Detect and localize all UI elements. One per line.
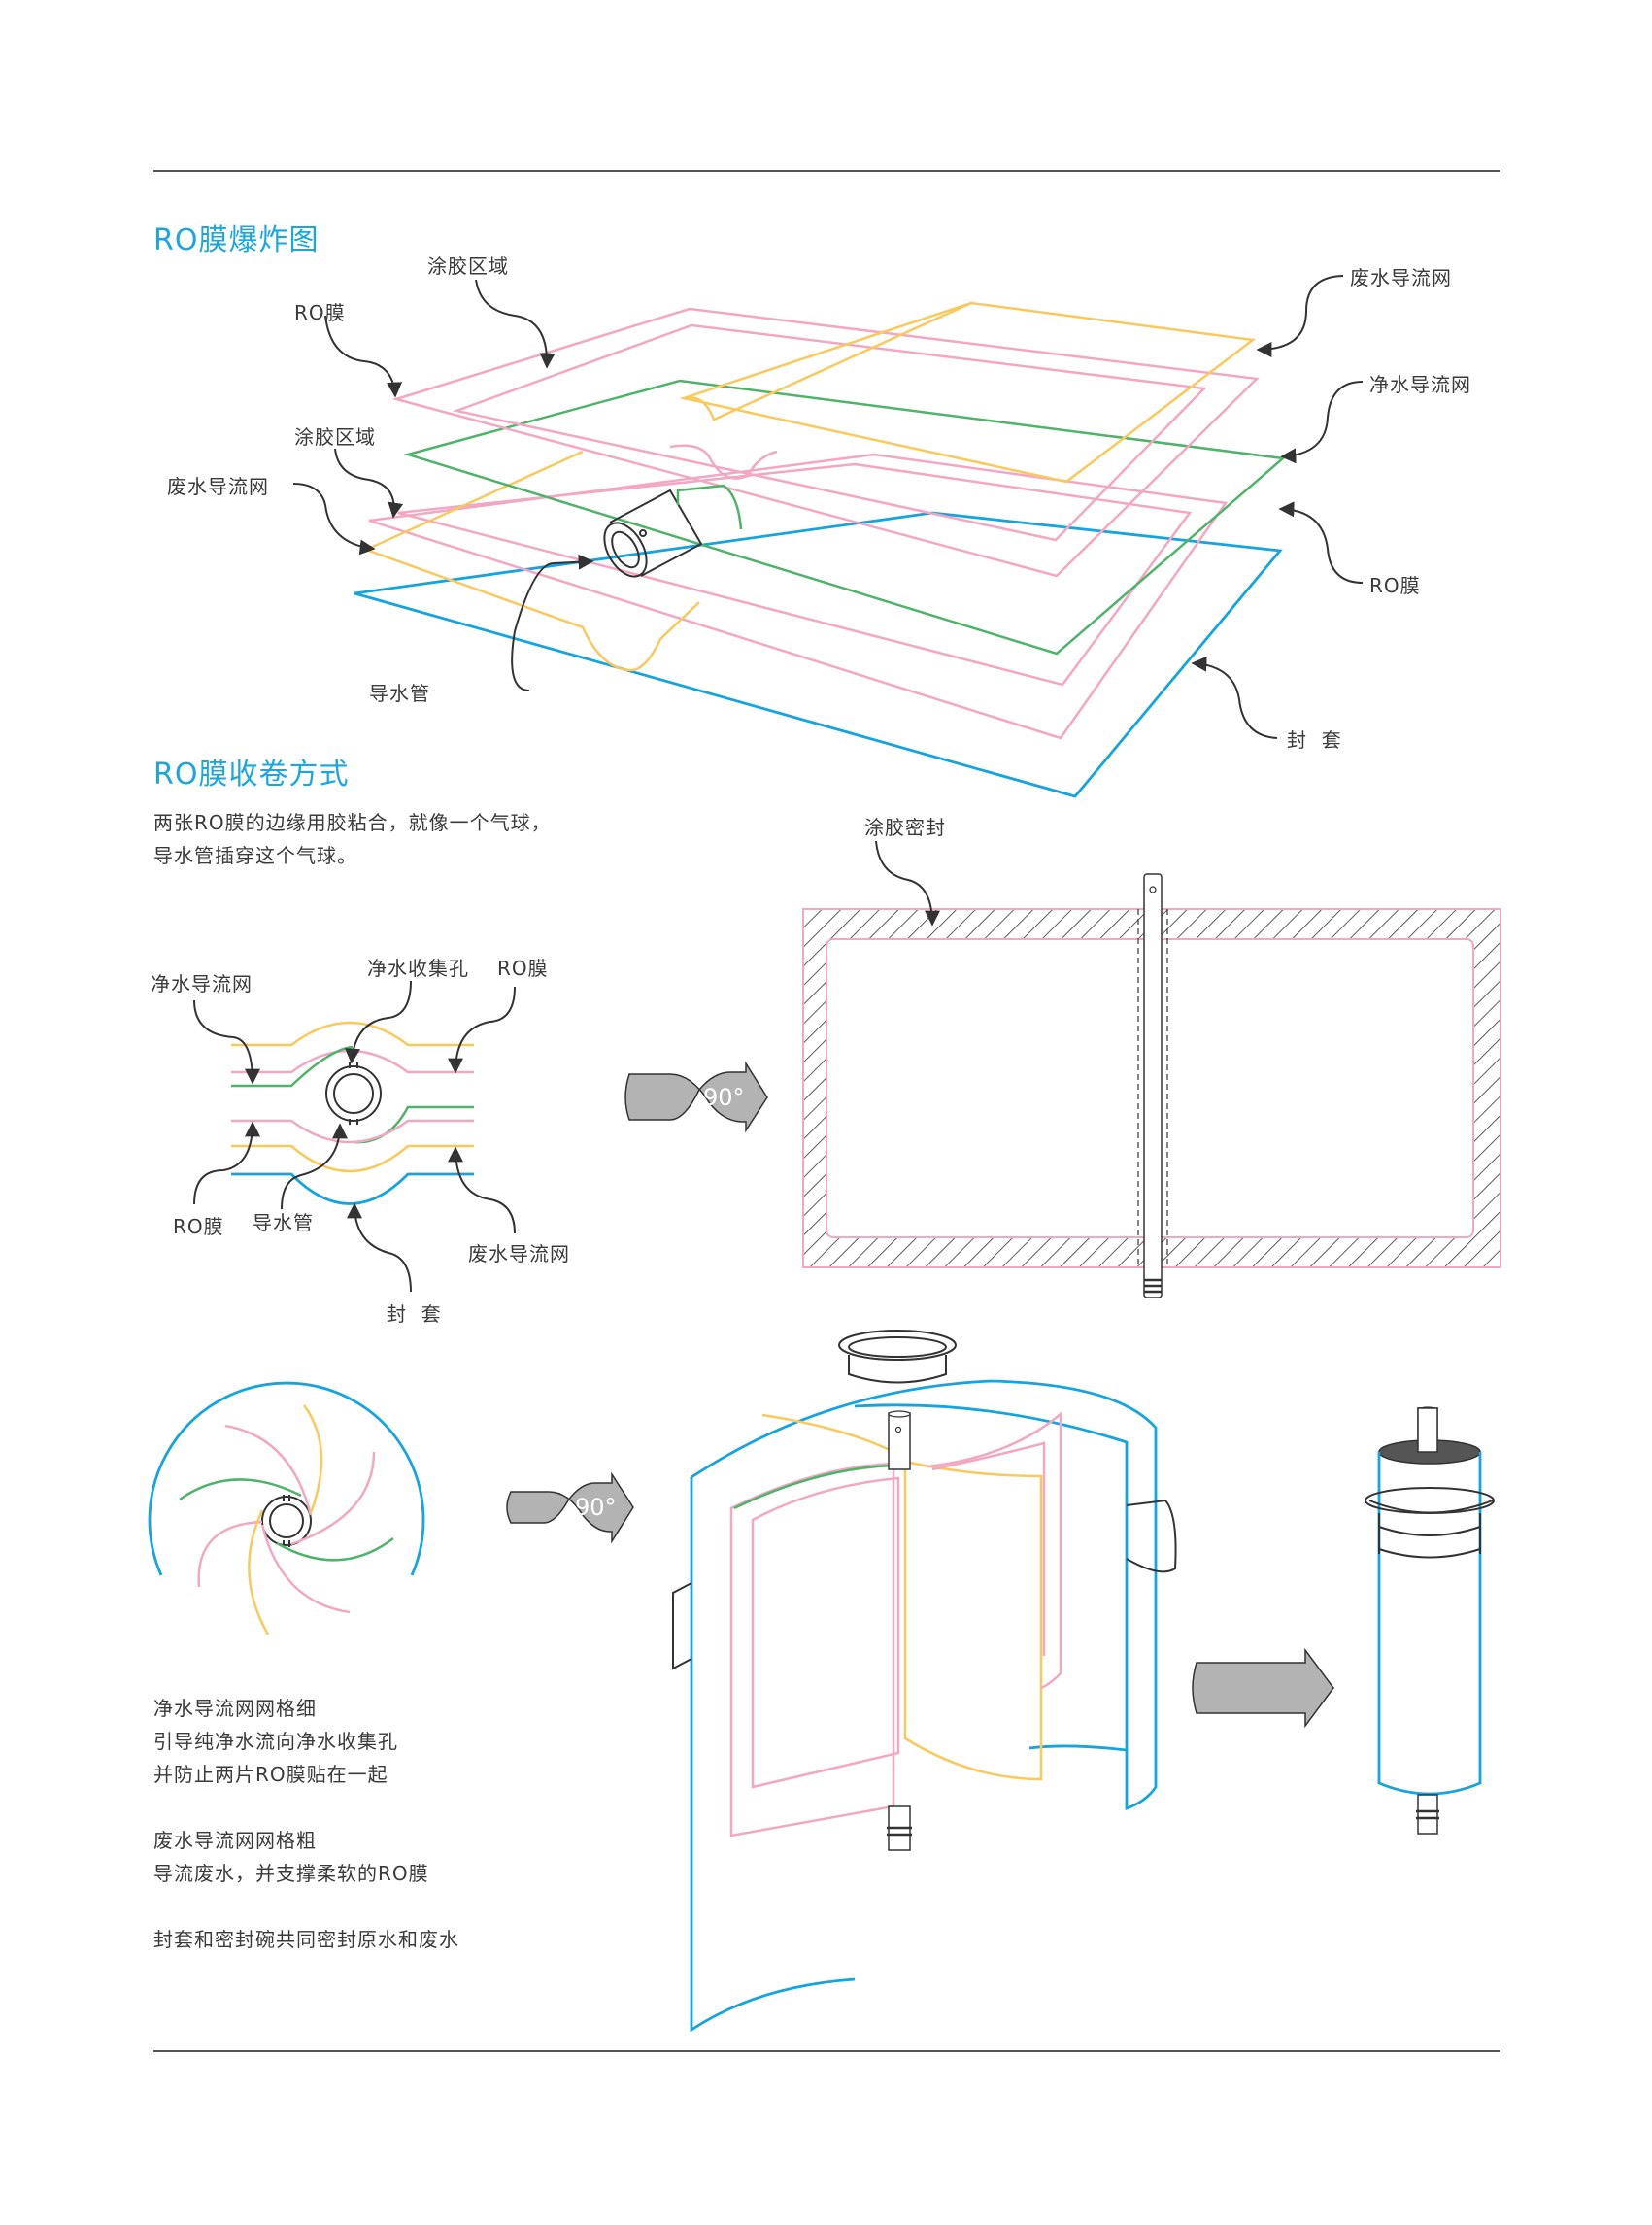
label-pure-mesh-right: 净水导流网 [1369, 373, 1471, 396]
exploded-view [292, 275, 1364, 798]
cs-label-seal-sleeve: 封 套 [387, 1302, 442, 1326]
membrane-fold [669, 444, 778, 480]
label-water-tube: 导水管 [369, 682, 430, 705]
label-glue-area-mid: 涂胶区域 [294, 425, 376, 449]
waste-mesh-top-curl [683, 301, 972, 421]
leader-glue-area-top [475, 279, 556, 369]
label-waste-mesh-left: 废水导流网 [167, 475, 269, 498]
rotate-90-arrow-2: 90° [506, 1471, 634, 1544]
cs-label-pure-mesh: 净水导流网 [151, 972, 253, 995]
ro-membrane-upper-outer [391, 307, 1260, 578]
leader-water-tube [511, 554, 594, 691]
rotate-90-label: 90° [703, 1084, 745, 1111]
leader-waste-mesh-left [292, 483, 376, 556]
cs-label-ro-membrane-bottom: RO膜 [173, 1215, 224, 1238]
glue-seal-sheet [802, 840, 1501, 1298]
finished-ro-cartridge [1365, 1406, 1495, 1835]
note-line: 引导纯净水流向净水收集孔 [153, 1730, 398, 1753]
bottom-divider [153, 2050, 1500, 2052]
label-glue-area-top: 涂胶区域 [427, 254, 509, 278]
leader-pure-mesh-right [1280, 381, 1364, 464]
leader-seal-sleeve [1191, 656, 1278, 739]
top-divider [153, 170, 1500, 172]
cross-section: 90° [193, 840, 1501, 1298]
notes-text: 净水导流网网格细 引导纯净水流向净水收集孔 并防止两片RO膜贴在一起 废水导流网… [153, 1692, 459, 1956]
note-line: 导流废水，并支撑柔软的RO膜 [153, 1862, 429, 1885]
label-ro-membrane-right: RO膜 [1369, 574, 1421, 597]
section-title-exploded-view: RO膜爆炸图 [153, 223, 320, 257]
ro-membrane-lower-outer [368, 453, 1229, 740]
waste-mesh-lower [365, 450, 700, 672]
label-waste-mesh-right: 废水导流网 [1350, 266, 1452, 289]
cs-label-collect-hole: 净水收集孔 [367, 957, 469, 980]
intro-text: 两张RO膜的边缘用胶粘合，就像一个气球， 导水管插穿这个气球。 [153, 806, 552, 872]
ro-membrane-lower-inner [397, 462, 1193, 687]
leader-glue-area-mid [334, 448, 404, 519]
water-tube-3d [603, 484, 743, 578]
intro-line-2: 导水管插穿这个气球。 [153, 844, 357, 867]
leader-ro-membrane-top-left [324, 315, 403, 398]
rotate-90-arrow: 90° [624, 1061, 768, 1133]
rolling-assembly [672, 1330, 1177, 2033]
leader-waste-mesh-right [1256, 275, 1344, 357]
intro-line-1: 两张RO膜的边缘用胶粘合，就像一个气球， [153, 811, 552, 834]
seal-sleeve-sheet [354, 511, 1283, 798]
cs-label-water-tube: 导水管 [253, 1211, 314, 1234]
cs-label-waste-mesh: 废水导流网 [468, 1242, 570, 1265]
note-line: 并防止两片RO膜贴在一起 [153, 1763, 388, 1786]
rotate-90-label-2: 90° [575, 1494, 617, 1521]
note-line: 封套和密封碗共同密封原水和废水 [153, 1928, 459, 1951]
forward-arrow [1192, 1647, 1334, 1729]
spiral-cross-section [148, 1381, 425, 1635]
note-line: 废水导流网网格粗 [153, 1829, 317, 1852]
label-glue-seal: 涂胶密封 [864, 816, 946, 839]
ro-membrane-upper-inner [452, 323, 1207, 542]
section-title-rolling-method: RO膜收卷方式 [153, 758, 350, 792]
note-line: 净水导流网网格细 [153, 1697, 317, 1720]
label-seal-sleeve: 封 套 [1287, 728, 1342, 752]
label-ro-membrane-top-left: RO膜 [294, 301, 346, 324]
waste-mesh-top [679, 301, 1257, 484]
leader-ro-membrane-right [1278, 501, 1364, 584]
cs-label-ro-membrane-top: RO膜 [497, 957, 549, 980]
